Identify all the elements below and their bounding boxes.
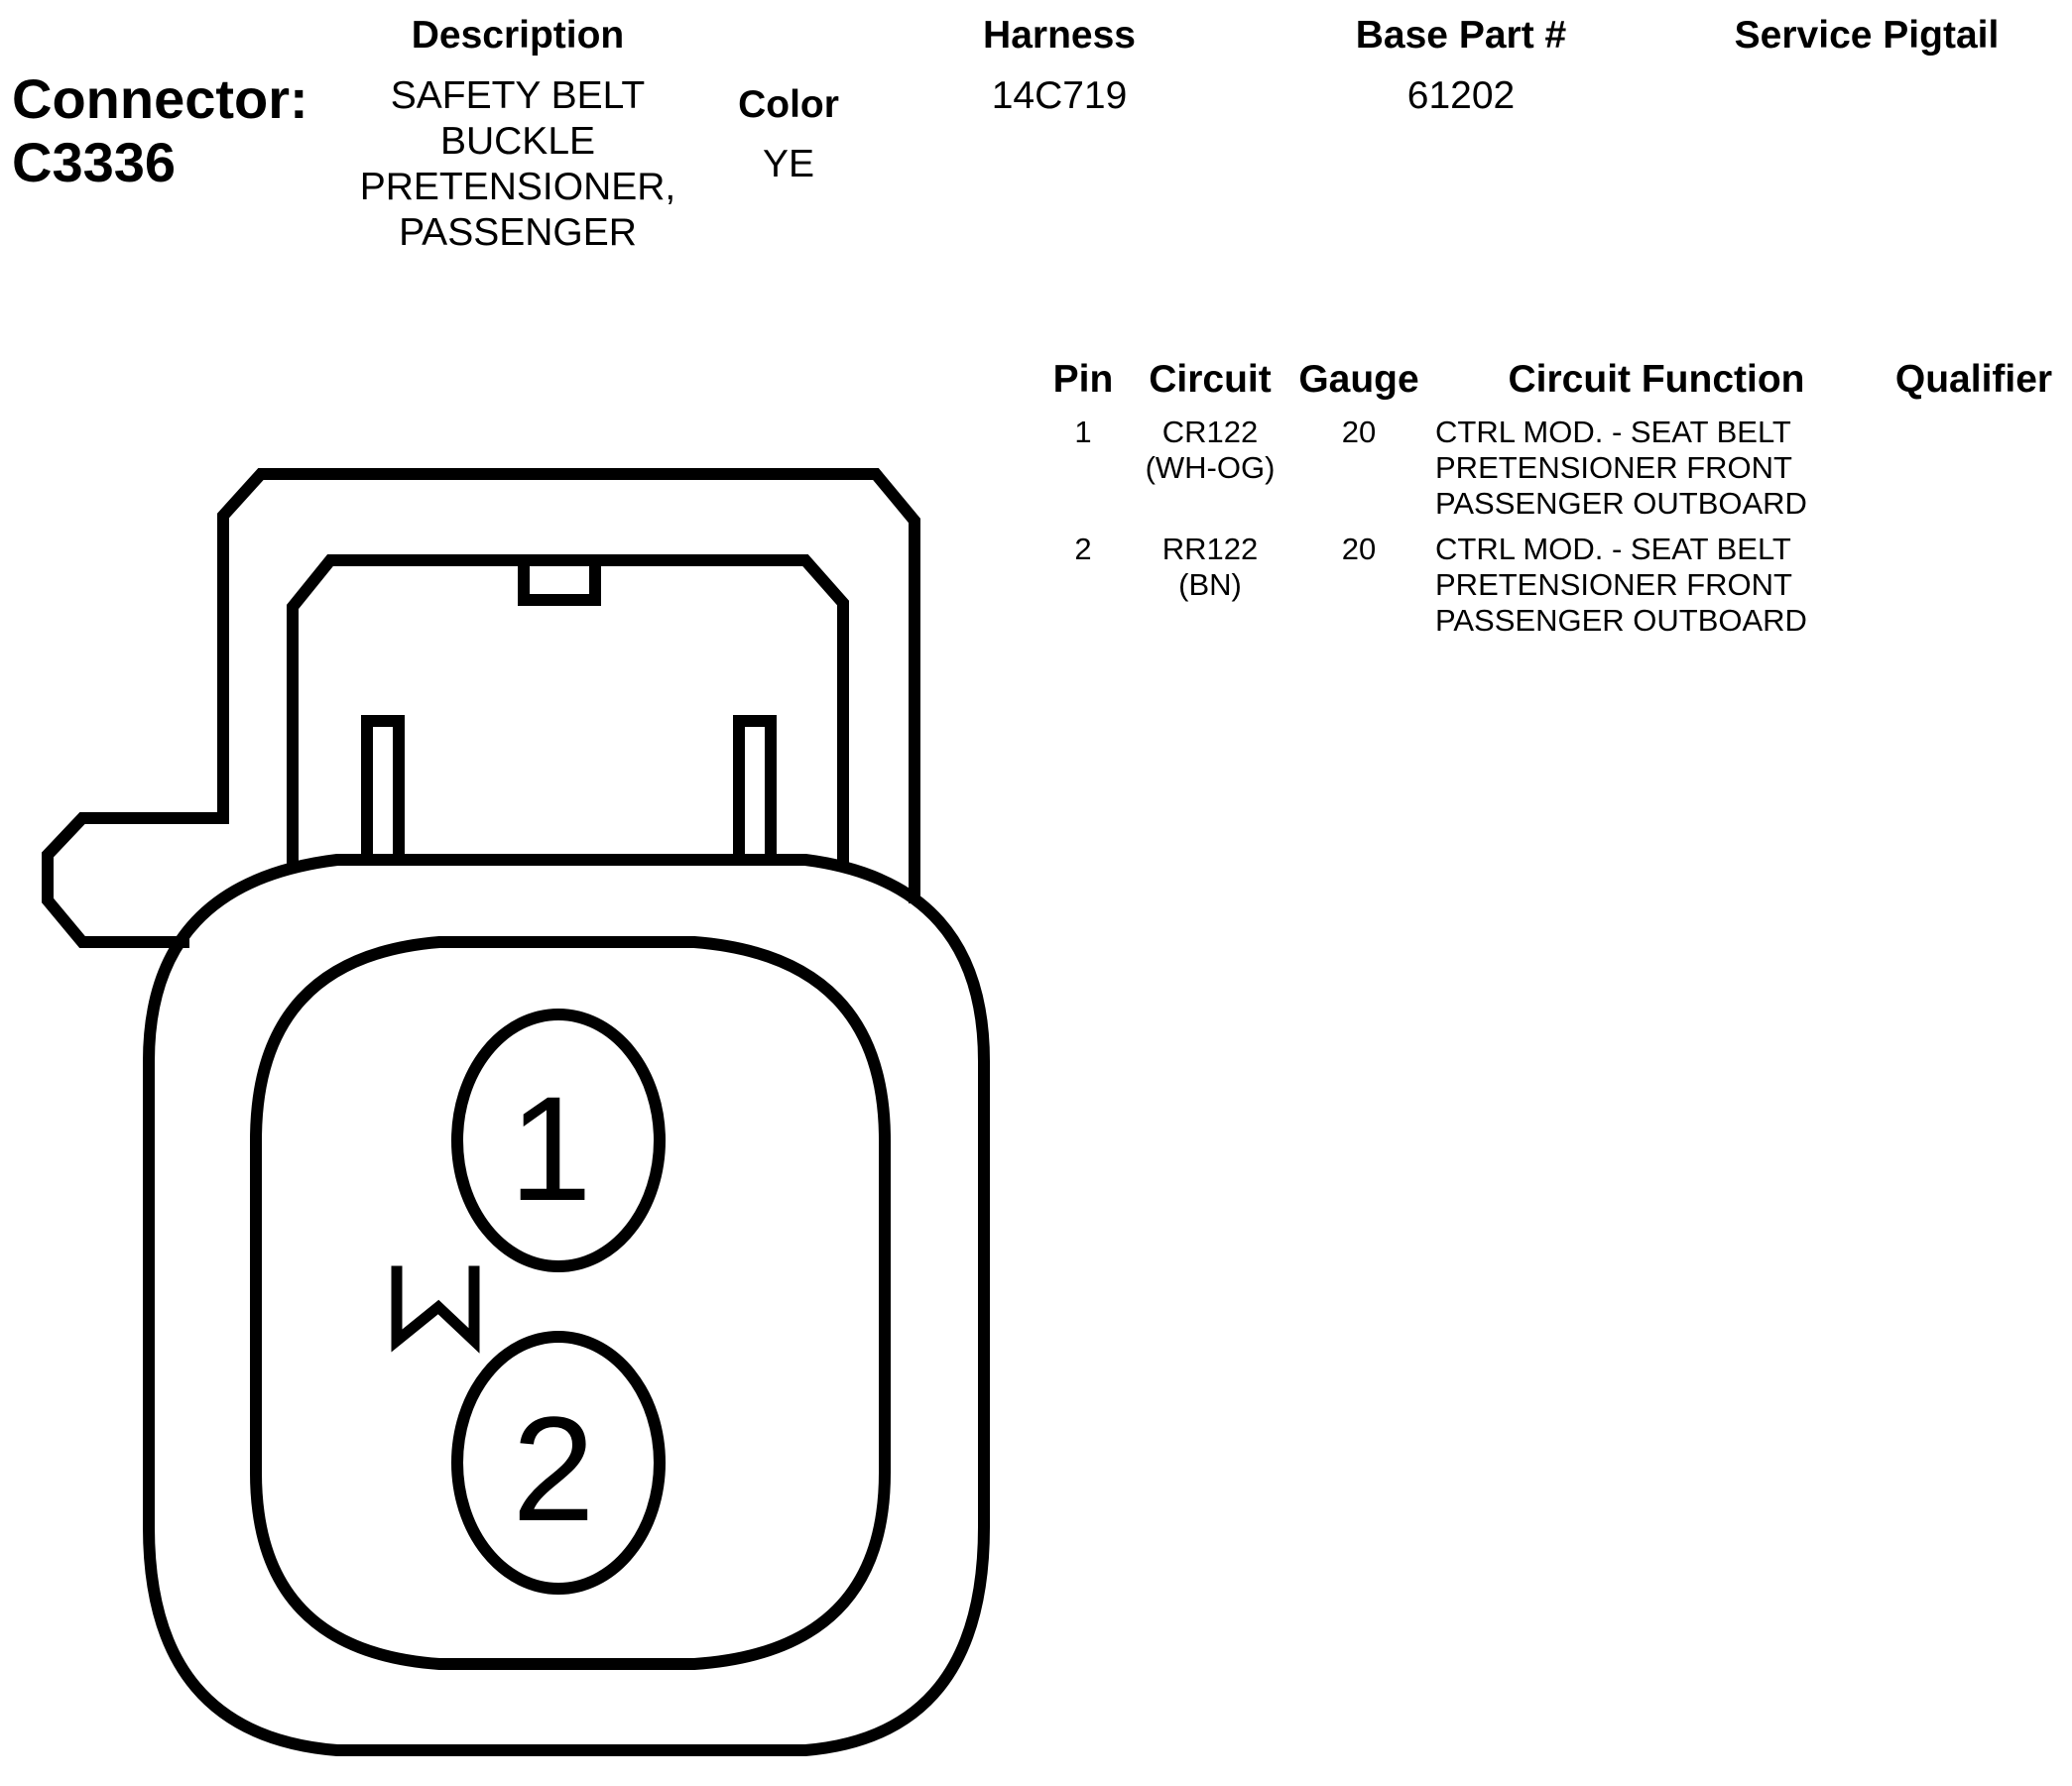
base-part-value: 61202 xyxy=(1406,74,1516,117)
description-line: PASSENGER xyxy=(399,211,637,254)
qualifier-column-header: Qualifier xyxy=(1894,358,2053,401)
mating-face xyxy=(250,936,891,1670)
cavity-1-label: 1 xyxy=(509,1065,591,1232)
pin-column-header: Pin xyxy=(1052,358,1114,401)
base-part-header: Base Part # xyxy=(1355,14,1567,57)
description-value: SAFETY BELT BUCKLE PRETENSIONER, PASSENG… xyxy=(319,73,716,256)
circuit-id: RR122 xyxy=(1161,532,1259,566)
circuit-wire-color: (BN) xyxy=(1178,567,1242,602)
circuit-id: CR122 xyxy=(1161,415,1259,449)
circuit-wire-color: (WH-OG) xyxy=(1145,450,1276,485)
circuit-function-column-header: Circuit Function xyxy=(1508,358,1805,401)
row2-gauge: 20 xyxy=(1341,532,1377,566)
description-line: PRETENSIONER, xyxy=(359,166,676,208)
cavity-2-label: 2 xyxy=(512,1385,594,1552)
locking-tab xyxy=(518,556,601,606)
color-value: YE xyxy=(762,143,815,185)
connector-face-diagram: 1 2 xyxy=(42,468,990,1756)
cavity-2 xyxy=(451,1331,666,1595)
harness-value: 14C719 xyxy=(991,74,1128,117)
connector-body xyxy=(143,854,990,1756)
function-line: CTRL MOD. - SEAT BELT xyxy=(1435,415,1791,449)
connector-label: Connector: xyxy=(12,67,308,130)
description-header: Description xyxy=(411,14,625,57)
keying-mark-w-icon xyxy=(391,1265,480,1354)
terminal-blade-right xyxy=(733,715,777,859)
function-line: PRETENSIONER FRONT xyxy=(1435,567,1792,602)
circuit-column-header: Circuit xyxy=(1149,358,1272,401)
row2-circuit-function: CTRL MOD. - SEAT BELT PRETENSIONER FRONT… xyxy=(1435,532,1872,639)
cavity-1 xyxy=(451,1009,666,1272)
row2-circuit: RR122 (BN) xyxy=(1131,532,1289,603)
row2-pin: 2 xyxy=(1074,532,1092,566)
function-line: CTRL MOD. - SEAT BELT xyxy=(1435,532,1791,566)
latch-frame xyxy=(287,554,849,866)
row1-pin: 1 xyxy=(1074,415,1092,449)
color-header: Color xyxy=(738,83,839,126)
harness-header: Harness xyxy=(983,14,1136,57)
row1-circuit: CR122 (WH-OG) xyxy=(1131,415,1289,486)
function-line: PASSENGER OUTBOARD xyxy=(1435,603,1807,638)
gauge-column-header: Gauge xyxy=(1298,358,1419,401)
connector-housing-outline xyxy=(42,468,920,948)
row1-gauge: 20 xyxy=(1341,415,1377,449)
row1-circuit-function: CTRL MOD. - SEAT BELT PRETENSIONER FRONT… xyxy=(1435,415,1872,522)
description-line: SAFETY BELT xyxy=(390,74,646,117)
connector-id: C3336 xyxy=(12,131,177,193)
service-pigtail-header: Service Pigtail xyxy=(1734,14,2000,57)
function-line: PRETENSIONER FRONT xyxy=(1435,450,1792,485)
function-line: PASSENGER OUTBOARD xyxy=(1435,486,1807,521)
description-line: BUCKLE xyxy=(439,120,596,163)
terminal-blade-left xyxy=(361,715,405,859)
